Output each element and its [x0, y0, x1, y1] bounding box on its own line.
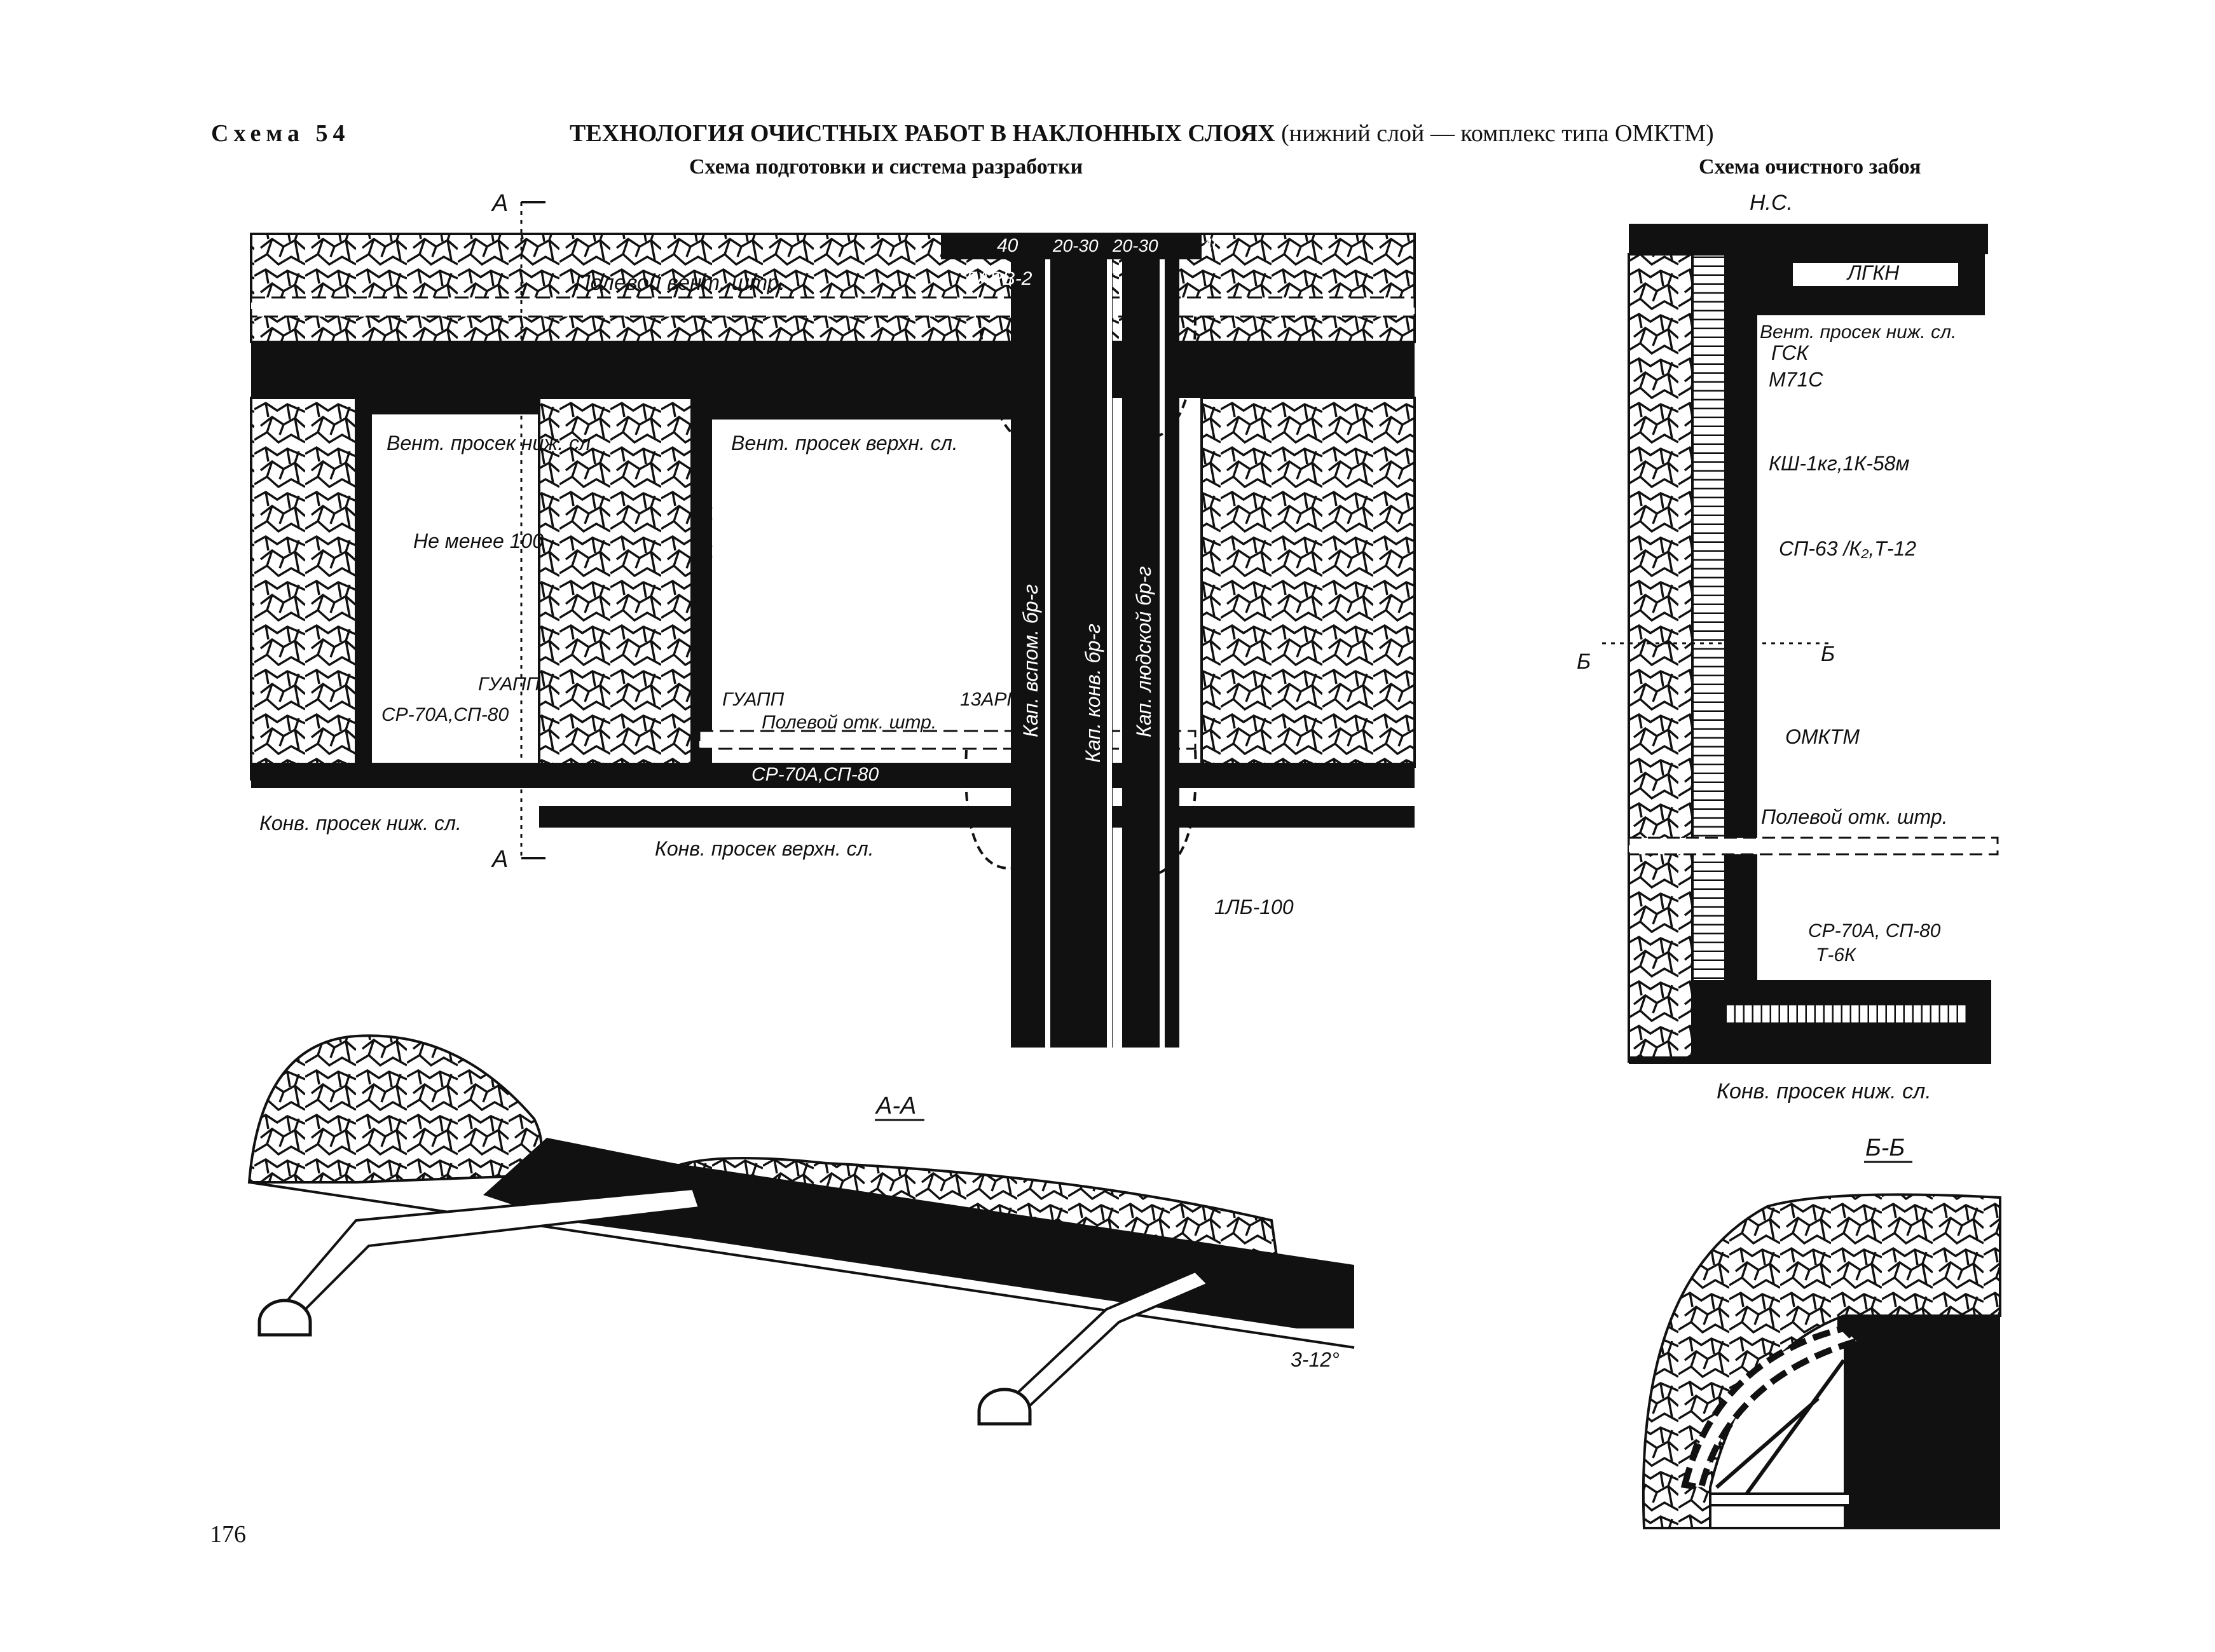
vent-upper-label: Вент. просек верхн. сл. [731, 432, 958, 454]
section-mark-a-top: А [491, 190, 508, 217]
m71s-label: М71С [1769, 368, 1823, 391]
page-title: ТЕХНОЛОГИЯ ОЧИСТНЫХ РАБОТ В НАКЛОННЫХ СЛ… [570, 119, 1714, 147]
sr70-left-label: СР-70А,СП-80 [381, 704, 509, 725]
field-vent-drift [250, 296, 1416, 318]
equip-1lb-label: 1ЛБ-100 [1214, 896, 1294, 918]
ksh-label: КШ-1кг,1К-58м [1769, 452, 1909, 475]
aa-title: А-А [875, 1093, 916, 1119]
field-vent-drift-label: Полевой вент. штр. [575, 271, 785, 295]
rock-pillar-left [250, 397, 357, 781]
face-sr70-label: СР-70А, СП-80 [1808, 920, 1941, 941]
face-bottom-rock [1629, 1056, 1991, 1064]
conv-lower-label: Конв. просек ниж. сл. [259, 812, 462, 835]
bb-title: Б-Б [1865, 1135, 1905, 1161]
aa-tunnel-right [977, 1388, 1032, 1426]
bb-canopy [1680, 1325, 1863, 1491]
cap-aux-label: Кап. вспом. бр-г [1019, 584, 1042, 737]
aa-incline-left [277, 1187, 701, 1318]
section-aa-diagram: А-А 3-12° [247, 1034, 1355, 1426]
equip-13arp: 13АРП [960, 689, 1020, 710]
face-bottom-conveyor [1724, 1003, 1968, 1025]
coal-conveyor-seam-lower [539, 806, 1415, 828]
face-diagram: Н.С. ЛГКН Вент. просек ниж. сл. ГСК М71С… [1577, 191, 1999, 1103]
drift-loop-bottom [964, 749, 1197, 879]
title-note: (нижний слой — комплекс типа ОМКТМ) [1281, 120, 1714, 147]
section-mark-a-bottom: А [491, 846, 508, 873]
sr70-right-label: СР-70А,СП-80 [751, 764, 879, 785]
vent-lower-label: Вент. просек ниж. сл. [387, 432, 596, 454]
face-field-haul-drift-label: Полевой отк. штр. [1761, 805, 1948, 828]
guapp-left-label: ГУАПП [478, 674, 540, 695]
guapp-right-label: ГУАПП [722, 689, 785, 710]
field-haul-drift-label: Полевой отк. штр. [762, 712, 936, 733]
face-conv-lower-label: Конв. просек ниж. сл. [1717, 1079, 1931, 1103]
drift-loop-top [978, 316, 1197, 440]
field-haul-drift [698, 730, 1197, 750]
field-haul-drift-face [1628, 836, 1999, 856]
cap-people-label: Кап. людской бр-г [1132, 566, 1155, 737]
section-mark-b-left: Б [1577, 650, 1591, 674]
ns-label: Н.С. [1750, 191, 1793, 215]
face-coal-strip [1725, 315, 1757, 1046]
omktm-label: ОМКТМ [1785, 725, 1860, 748]
face-longwall-support [1691, 253, 1727, 1044]
page-number: 176 [210, 1521, 246, 1548]
dim-10: 10 [669, 355, 689, 375]
subtitle-plan: Схема подготовки и система разработки [689, 155, 1083, 179]
dim-40-left: 40 [997, 235, 1018, 256]
face-gob-area [1757, 315, 1986, 980]
rock-pillar-right [1200, 397, 1416, 768]
aa-coal-seam [483, 1138, 1354, 1328]
sp63-label: СП-63 /К₂,Т-12 [1779, 537, 1916, 560]
section-mark-b-right: Б [1821, 642, 1835, 666]
section-bb-diagram: Б-Б [1642, 1135, 2001, 1529]
rock-pillar-middle [538, 397, 693, 781]
bb-coal-block [1844, 1328, 2000, 1528]
lgkn-label: ЛГКН [1846, 261, 1900, 284]
dim-40-right: 40 [1202, 235, 1223, 256]
conv-upper-label: Конв. просек верхн. сл. [655, 837, 874, 860]
aa-rock-left [247, 1034, 543, 1184]
vent-lower-label-text: Вент. просек ниж. сл. [387, 432, 596, 454]
coal-conveyor-seam [251, 763, 1415, 788]
aa-tunnel-left [257, 1299, 312, 1337]
cap-conv-label: Кап. конв. бр-г [1081, 624, 1104, 763]
gsk-label: ГСК [1771, 341, 1809, 364]
scheme-number: Схема 54 [211, 120, 350, 147]
rock-upper-band [250, 233, 1416, 343]
dim-box-top [941, 234, 1202, 259]
bb-coal-roof [1837, 1316, 2000, 1331]
cap-people-inclined [1122, 234, 1179, 1048]
title-main: ТЕХНОЛОГИЯ ОЧИСТНЫХ РАБОТ В НАКЛОННЫХ СЛ… [570, 120, 1275, 147]
subtitle-face: Схема очистного забоя [1699, 155, 1921, 179]
plan-diagram: А А Полевой вент. штр. 40 20-30 20-30 40… [250, 190, 1416, 1048]
cap-conv-inclined [1055, 234, 1113, 1048]
coal-seam-top [251, 342, 1415, 398]
not-less-100-label: Не менее 100 [413, 529, 544, 552]
t6k-label: Т-6К [1816, 945, 1857, 966]
dim-150-200: 150-200 [696, 502, 717, 572]
equip-5arv: 5АРВ-2 [966, 268, 1032, 289]
face-top-seam [1629, 224, 1988, 254]
dim-20-30-a: 20-30 [1052, 236, 1099, 256]
face-vent-lower-label: Вент. просек ниж. сл. [1760, 322, 1956, 343]
face-rock-left [1628, 253, 1694, 1063]
bb-base [1709, 1492, 1851, 1506]
dim-20-30-b: 20-30 [1112, 236, 1158, 256]
aa-angle-label: 3-12° [1291, 1348, 1340, 1371]
face-top-gallery-inner [1793, 263, 1958, 286]
aa-floor-line [249, 1181, 1355, 1349]
